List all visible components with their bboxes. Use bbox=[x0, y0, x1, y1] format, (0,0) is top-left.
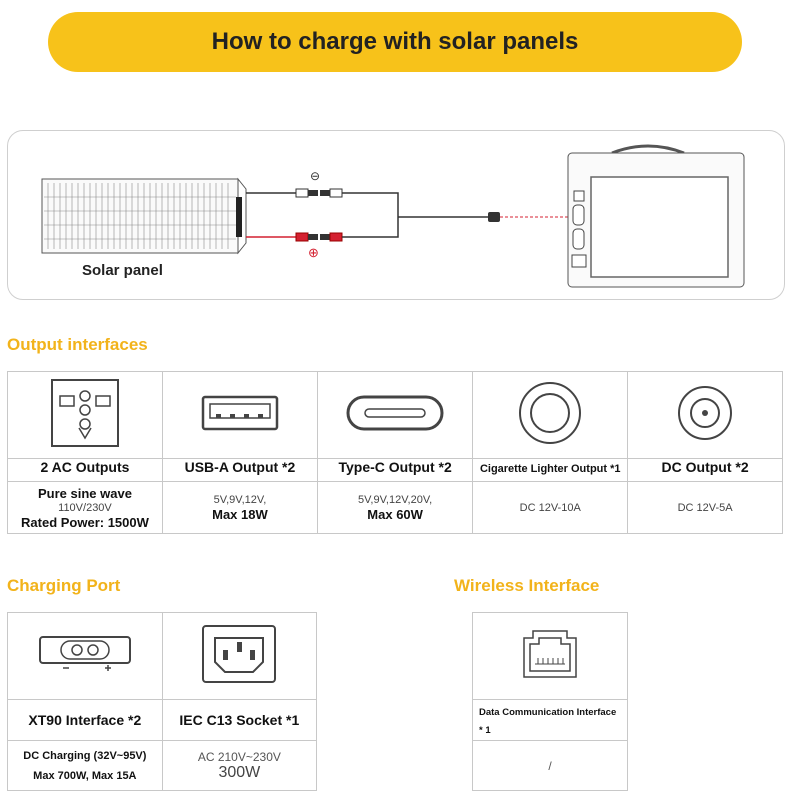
usb-a-spec: 5V,9V,12V, Max 18W bbox=[161, 481, 318, 534]
iec-spec: AC 210V~230V 300W bbox=[161, 740, 318, 791]
xt90-icon-cell bbox=[7, 612, 163, 700]
rj45-name: Data Communication Interface * 1 bbox=[472, 699, 628, 741]
wiring-diagram bbox=[41, 144, 745, 288]
rj45-icon-cell bbox=[472, 612, 628, 700]
dc-output-spec: DC 12V-5A bbox=[627, 481, 783, 534]
wireless-interface-table: Data Communication Interface * 1 / bbox=[472, 612, 628, 791]
cigarette-lighter-name: Cigarette Lighter Output *1 bbox=[472, 458, 629, 482]
usb-c-port-icon bbox=[346, 395, 444, 430]
iec-name: IEC C13 Socket *1 bbox=[161, 699, 318, 741]
rj45-spec: / bbox=[472, 740, 628, 791]
charging-port-table: XT90 Interface *2 IEC C13 Socket *1 DC C… bbox=[7, 612, 318, 791]
usb-a-port-icon bbox=[201, 395, 279, 430]
rj45-port-icon bbox=[523, 629, 577, 678]
cigarette-lighter-socket-icon bbox=[519, 381, 582, 444]
usb-c-icon-cell bbox=[316, 371, 474, 459]
usb-a-icon-cell bbox=[161, 371, 318, 459]
usb-c-spec: 5V,9V,12V,20V, Max 60W bbox=[316, 481, 474, 534]
xt90-spec: DC Charging (32V~95V) Max 700W, Max 15A bbox=[7, 740, 163, 791]
dc-barrel-port-icon bbox=[678, 385, 733, 440]
title-banner: How to charge with solar panels bbox=[48, 12, 742, 72]
solar-charging-diagram: ⊖ ⊕ Solar panel bbox=[7, 130, 785, 300]
output-interfaces-title: Output interfaces bbox=[7, 335, 148, 354]
iec-c13-socket-icon bbox=[202, 624, 277, 683]
dc-output-icon-cell bbox=[627, 371, 783, 459]
cigarette-lighter-icon-cell bbox=[472, 371, 629, 459]
dc-output-name: DC Output *2 bbox=[627, 458, 783, 482]
xt90-connector-icon bbox=[38, 635, 131, 671]
universal-ac-socket-icon bbox=[50, 378, 119, 447]
ac-output-spec: Pure sine wave 110V/230V Rated Power: 15… bbox=[7, 481, 163, 534]
positive-symbol: ⊕ bbox=[308, 245, 319, 260]
usb-c-name: Type-C Output *2 bbox=[316, 458, 474, 482]
usb-a-name: USB-A Output *2 bbox=[161, 458, 318, 482]
xt90-name: XT90 Interface *2 bbox=[7, 699, 163, 741]
cigarette-lighter-spec: DC 12V-10A bbox=[472, 481, 629, 534]
page-title: How to charge with solar panels bbox=[211, 28, 579, 55]
wireless-interface-title: Wireless Interface bbox=[454, 576, 600, 595]
ac-output-name: 2 AC Outputs bbox=[7, 458, 163, 482]
output-interfaces-table: 2 AC Outputs USB-A Output *2 Type-C Outp… bbox=[7, 371, 783, 534]
solar-panel-icon bbox=[41, 177, 247, 255]
solar-panel-label: Solar panel bbox=[82, 262, 163, 279]
power-station-icon bbox=[567, 144, 745, 288]
charging-port-title: Charging Port bbox=[7, 576, 121, 595]
iec-icon-cell bbox=[161, 612, 318, 700]
negative-symbol: ⊖ bbox=[310, 169, 321, 183]
ac-output-icon-cell bbox=[7, 371, 163, 459]
